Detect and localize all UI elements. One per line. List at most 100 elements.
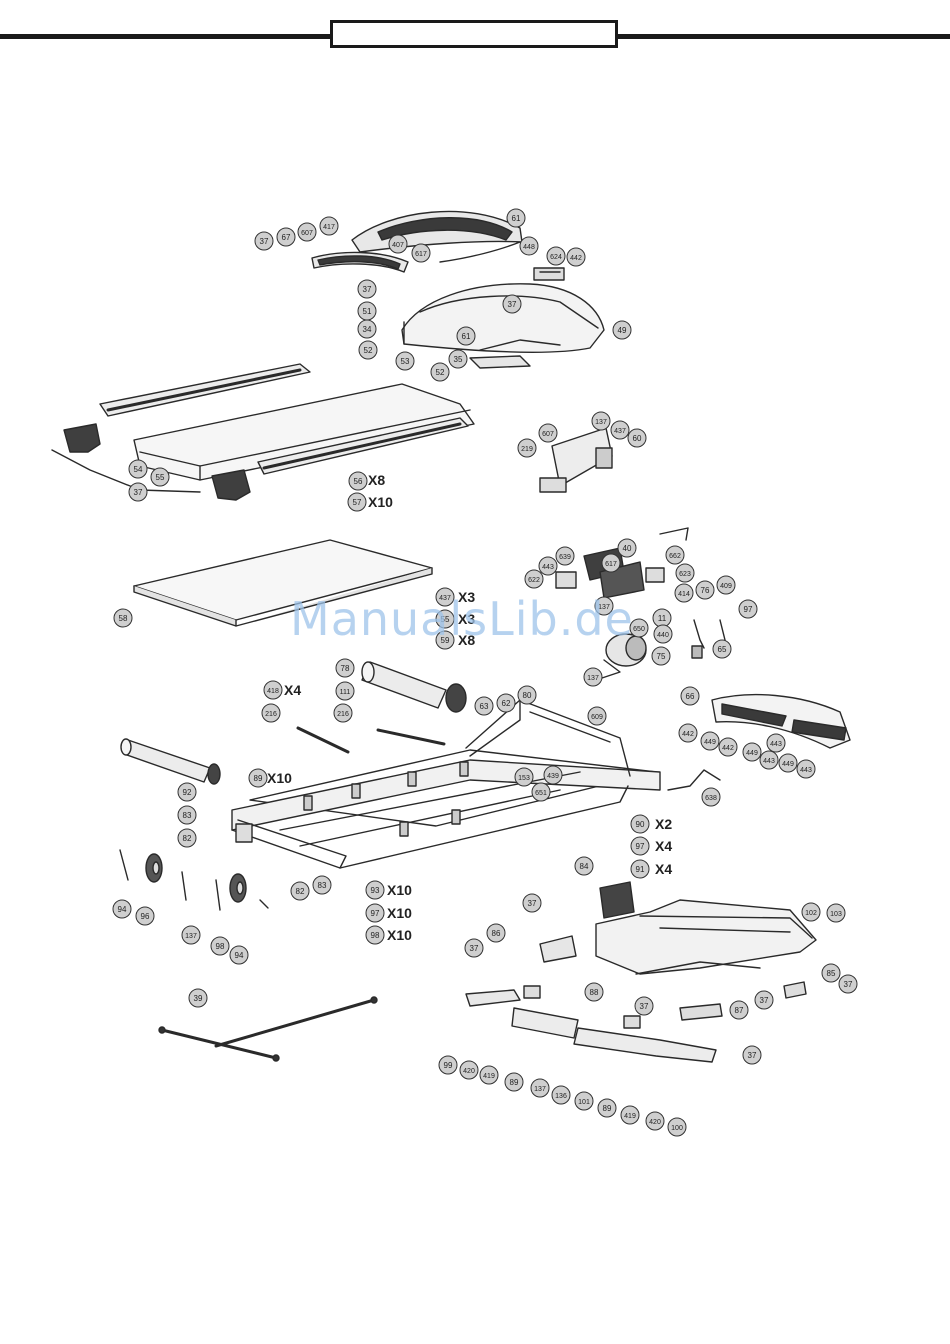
callout-number: 609 [591, 714, 603, 721]
callout-number: 607 [301, 230, 313, 237]
callout-bubble: 638 [701, 787, 721, 807]
callout-number: 49 [618, 326, 627, 335]
callout-bubble: 137 [583, 667, 603, 687]
callout-bubble: 420 [645, 1111, 665, 1131]
callout-circle [459, 1060, 479, 1080]
quantity-label: X4 [655, 861, 672, 877]
callout-circle [601, 553, 621, 573]
callout-circle [729, 1000, 749, 1020]
callout-number: 418 [267, 688, 279, 695]
callout-circle [365, 925, 385, 945]
callout-bubble: 37 [838, 974, 858, 994]
callout-bubble: 87 [729, 1000, 749, 1020]
callout-circle [522, 893, 542, 913]
callout-number: 58 [119, 614, 128, 623]
watermark-text: ManualsLib.de [290, 592, 634, 646]
callout-bubble: 85 [821, 963, 841, 983]
console-bracket-part [533, 267, 565, 281]
callout-bubble: 622 [524, 569, 544, 589]
callout-circle [517, 685, 537, 705]
callout-bubble: 59 [435, 630, 455, 650]
callout-number: 89 [603, 1104, 612, 1113]
callout-bubble: 86 [486, 923, 506, 943]
callout-number: 437 [614, 428, 626, 435]
callout-number: 624 [550, 254, 562, 261]
callout-bubble: 617 [601, 553, 621, 573]
callout-number: 639 [559, 554, 571, 561]
left-side-rail-part [99, 363, 311, 417]
callout-number: 37 [640, 1002, 649, 1011]
callout-circle [551, 1085, 571, 1105]
callout-bubble: 37 [742, 1045, 762, 1065]
callout-bubble: 40 [617, 538, 637, 558]
callout-circle [766, 733, 786, 753]
callout-circle [742, 742, 762, 762]
bolts-part [119, 849, 269, 911]
callout-number: 442 [570, 255, 582, 262]
callout-circle [517, 438, 537, 458]
callout-number: 37 [844, 980, 853, 989]
callout-number: 52 [364, 346, 373, 355]
callout-circle [112, 899, 132, 919]
callout-circle [150, 467, 170, 487]
callout-circle [297, 222, 317, 242]
quantity-label: X2 [655, 816, 672, 832]
callout-number: 111 [340, 689, 351, 696]
callout-bubble: 37 [464, 938, 484, 958]
callout-bubble: 66 [680, 686, 700, 706]
rear-roller-part [120, 738, 221, 785]
callout-bubble: 83 [312, 875, 332, 895]
callout-bubble: 84 [574, 856, 594, 876]
callout-circle [411, 243, 431, 263]
wheel-right-part [229, 873, 247, 903]
callout-number: 37 [470, 944, 479, 953]
callout-bubble: 37 [502, 294, 522, 314]
callout-bubble: 662 [665, 545, 685, 565]
callout-number: 34 [363, 325, 372, 334]
callout-number: 420 [463, 1068, 475, 1075]
callout-number: 419 [624, 1113, 636, 1120]
callout-circle [365, 880, 385, 900]
callout-circle [254, 231, 274, 251]
callout-number: 55 [441, 615, 450, 624]
callout-bubble: 96 [135, 906, 155, 926]
callout-bubble: 76 [695, 580, 715, 600]
callout-number: 61 [462, 332, 471, 341]
callout-circle [177, 828, 197, 848]
callout-number: 62 [502, 699, 511, 708]
callout-circle [435, 609, 455, 629]
quantity-label: X10 [387, 927, 412, 943]
callout-number: 137 [595, 419, 607, 426]
callout-number: 89 [254, 774, 263, 783]
callout-bubble: 98 [210, 936, 230, 956]
callout-bubble: 102 [801, 902, 821, 922]
header-title-box [330, 20, 618, 48]
callout-circle [742, 1045, 762, 1065]
callout-number: 57 [353, 498, 362, 507]
callout-bubble: 37 [254, 231, 274, 251]
callout-circle [135, 906, 155, 926]
callout-bubble: 137 [591, 411, 611, 431]
callout-number: 98 [216, 942, 225, 951]
callout-bubble: 54 [128, 459, 148, 479]
callout-number: 216 [337, 711, 349, 718]
callout-bubble: 418 [263, 680, 283, 700]
callout-bubble: 97 [365, 903, 385, 923]
callout-number: 86 [492, 929, 501, 938]
callout-circle [530, 1078, 550, 1098]
callout-bubble: 98 [365, 925, 385, 945]
callout-circle [430, 362, 450, 382]
callout-bubble: 449 [742, 742, 762, 762]
quantity-label: X10 [387, 882, 412, 898]
callout-bubble: 417 [319, 216, 339, 236]
callout-number: 97 [371, 909, 380, 918]
callout-number: 622 [528, 577, 540, 584]
callout-bubble: 651 [531, 782, 551, 802]
callout-number: 443 [542, 564, 554, 571]
callout-circle [584, 982, 604, 1002]
callout-bubble: 111 [335, 681, 355, 701]
callout-bubble: 37 [754, 990, 774, 1010]
